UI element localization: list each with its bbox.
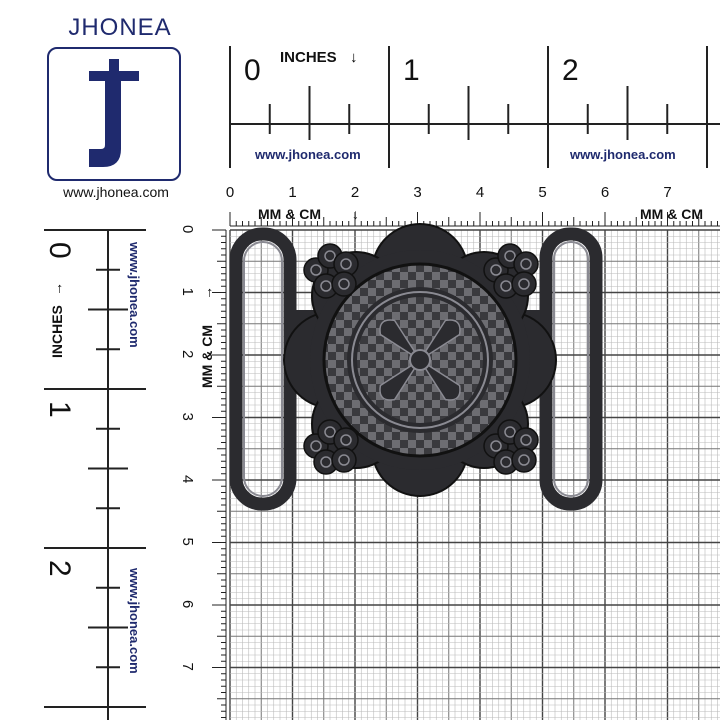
top-inch-label: 1 bbox=[403, 54, 420, 87]
clover-leaf bbox=[379, 359, 421, 401]
left-inch-ruler-title: INCHES bbox=[49, 305, 65, 358]
top-cm-label: 7 bbox=[663, 184, 671, 201]
top-cm-label: 1 bbox=[288, 184, 296, 201]
flower-cluster bbox=[303, 419, 359, 475]
flower-center bbox=[490, 440, 502, 452]
left-cm-title: MM & CM bbox=[199, 325, 215, 388]
flower-center bbox=[340, 434, 352, 446]
top-cm-title-right: MM & CM bbox=[640, 206, 703, 222]
clover-leaf-shape bbox=[379, 319, 421, 361]
left-ruler-url-top: www.jhonea.com bbox=[127, 241, 142, 348]
top-cm-label: 5 bbox=[538, 184, 546, 201]
clover-leaf bbox=[419, 359, 461, 401]
clover-leaf-shape bbox=[379, 359, 421, 401]
top-inch-label: 0 bbox=[244, 54, 261, 87]
letter-j-logo-icon bbox=[89, 59, 139, 167]
clover-leaf-shape bbox=[419, 319, 461, 361]
clover-leaf bbox=[419, 319, 461, 361]
top-cm-label: 2 bbox=[351, 184, 359, 201]
left-inch-ruler: INCHES → www.jhonea.com www.jhonea.com 0… bbox=[43, 229, 146, 720]
brand-logo bbox=[47, 47, 181, 181]
top-ruler-url-left: www.jhonea.com bbox=[254, 147, 361, 162]
left-strap-loop-highlight bbox=[243, 241, 283, 497]
flower-center bbox=[320, 280, 332, 292]
logo-website-text: www.jhonea.com bbox=[63, 184, 169, 200]
top-cm-label: 4 bbox=[476, 184, 484, 201]
flower-center bbox=[500, 456, 512, 468]
flower-cluster bbox=[483, 243, 539, 299]
flower-cluster bbox=[303, 243, 359, 299]
flower-center bbox=[320, 456, 332, 468]
left-cm-label: 4 bbox=[179, 475, 196, 483]
flower bbox=[331, 447, 357, 473]
clover-leaf bbox=[379, 319, 421, 361]
clover-center bbox=[409, 349, 431, 371]
flower-center bbox=[518, 454, 530, 466]
left-cm-scale: MM & CM → 0 1 2 3 4 5 6 7 bbox=[179, 225, 227, 720]
top-cm-label: 6 bbox=[601, 184, 609, 201]
top-cm-label: 0 bbox=[226, 184, 234, 201]
left-inch-label: 0 bbox=[43, 242, 76, 259]
flower-center bbox=[504, 250, 516, 262]
flower bbox=[511, 271, 537, 297]
left-ruler-url-bottom: www.jhonea.com bbox=[127, 567, 142, 674]
arrow-icon: → bbox=[49, 282, 65, 296]
arrow-icon: → bbox=[199, 286, 215, 300]
flower-center bbox=[520, 258, 532, 270]
left-cm-label: 5 bbox=[179, 538, 196, 546]
inner-ring-highlight bbox=[351, 291, 489, 429]
left-cm-label: 7 bbox=[179, 663, 196, 671]
flower-center bbox=[504, 426, 516, 438]
flower-center bbox=[338, 278, 350, 290]
flower-center bbox=[518, 278, 530, 290]
flower bbox=[511, 447, 537, 473]
flower-center bbox=[310, 264, 322, 276]
top-cm-title-left: MM & CM bbox=[258, 206, 321, 222]
left-cm-label: 6 bbox=[179, 600, 196, 608]
flower-center bbox=[520, 434, 532, 446]
left-cm-label: 0 bbox=[179, 225, 196, 233]
clover-leaf-shape bbox=[419, 359, 461, 401]
flower-center bbox=[340, 258, 352, 270]
top-ruler-url-right: www.jhonea.com bbox=[569, 147, 676, 162]
top-inch-label: 2 bbox=[562, 54, 579, 87]
flower-cluster bbox=[483, 419, 539, 475]
left-inch-label: 2 bbox=[43, 560, 76, 577]
top-inch-ruler-title: INCHES bbox=[280, 49, 337, 66]
flower bbox=[331, 271, 357, 297]
top-cm-label: 3 bbox=[413, 184, 421, 201]
left-inch-label: 1 bbox=[43, 401, 76, 418]
left-cm-label: 2 bbox=[179, 350, 196, 358]
flower-center bbox=[310, 440, 322, 452]
left-cm-label: 3 bbox=[179, 413, 196, 421]
flower-center bbox=[490, 264, 502, 276]
flower-center bbox=[338, 454, 350, 466]
flower-center bbox=[500, 280, 512, 292]
product-buckle-image bbox=[229, 223, 603, 511]
flower-center bbox=[324, 250, 336, 262]
top-inch-ruler: INCHES ↓ www.jhonea.com www.jhonea.com 0… bbox=[229, 46, 720, 168]
left-cm-label: 1 bbox=[179, 288, 196, 296]
flower-center bbox=[324, 426, 336, 438]
brand-name: JHONEA bbox=[68, 14, 172, 41]
down-arrow-icon: ↓ bbox=[350, 49, 358, 66]
